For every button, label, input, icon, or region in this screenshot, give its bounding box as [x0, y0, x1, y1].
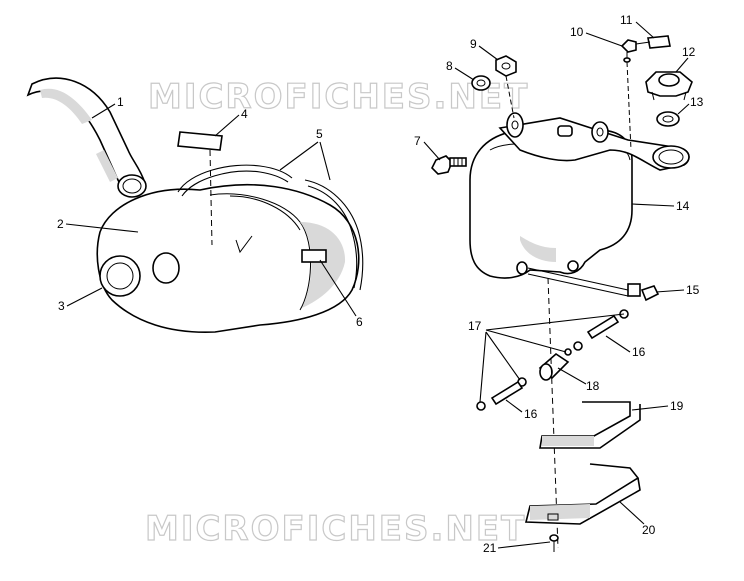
nut-9 [495, 55, 517, 77]
svg-text:7: 7 [414, 134, 421, 148]
callout-11: 11 [620, 13, 655, 39]
callout-12: 12 [675, 45, 696, 73]
callout-17: 17 [468, 313, 625, 403]
svg-text:14: 14 [676, 199, 690, 213]
callout-20: 20 [619, 501, 656, 537]
bracket-20 [524, 463, 641, 525]
vent-fitting-10 [620, 39, 637, 151]
svg-text:18: 18 [586, 379, 600, 393]
callout-9: 9 [470, 37, 499, 61]
svg-text:4: 4 [241, 107, 248, 121]
callout-21: 21 [483, 541, 551, 555]
vent-line-11 [635, 35, 671, 49]
filler-cap-12 [645, 71, 693, 101]
air-box [96, 183, 360, 334]
svg-text:13: 13 [690, 95, 704, 109]
oil-line-16b [476, 380, 524, 411]
svg-text:21: 21 [483, 541, 497, 555]
svg-text:12: 12 [682, 45, 696, 59]
callout-19: 19 [631, 399, 684, 413]
svg-text:1: 1 [117, 95, 124, 109]
watermark-bottom: MICROFICHES.NET [145, 509, 526, 549]
washer-8 [471, 75, 491, 91]
callout-1: 1 [91, 95, 124, 119]
oil-tank [469, 112, 690, 279]
drain-hose [177, 164, 364, 291]
svg-text:6: 6 [356, 315, 363, 329]
svg-text:20: 20 [642, 523, 656, 537]
watermark-top: MICROFICHES.NET [148, 77, 529, 117]
svg-text:16: 16 [524, 407, 538, 421]
assembly-line-9 [505, 75, 515, 119]
callout-8: 8 [446, 59, 475, 81]
fitting-15 [527, 267, 660, 302]
svg-text:8: 8 [446, 59, 453, 73]
callout-16-lower: 16 [505, 399, 538, 421]
bolt-7 [431, 155, 467, 175]
callout-14: 14 [631, 199, 690, 213]
intake-hose [26, 77, 147, 198]
callout-16-upper: 16 [605, 335, 646, 359]
svg-text:16: 16 [632, 345, 646, 359]
callout-7: 7 [414, 134, 441, 161]
screw-21 [549, 534, 559, 552]
svg-text:11: 11 [620, 13, 633, 27]
callout-4: 4 [214, 107, 248, 137]
svg-text:19: 19 [670, 399, 684, 413]
gasket-13 [656, 111, 680, 127]
svg-text:15: 15 [686, 283, 700, 297]
callout-13: 13 [677, 95, 704, 115]
svg-text:3: 3 [58, 299, 65, 313]
callout-6: 6 [319, 259, 363, 329]
callout-10: 10 [570, 25, 623, 47]
filter-18 [538, 352, 570, 381]
svg-text:2: 2 [57, 217, 64, 231]
svg-text:17: 17 [468, 319, 482, 333]
callout-5: 5 [279, 127, 331, 181]
decal [177, 131, 223, 246]
callout-3: 3 [58, 287, 103, 313]
svg-text:10: 10 [570, 25, 584, 39]
bracket-19 [539, 401, 641, 449]
svg-text:9: 9 [470, 37, 477, 51]
svg-text:5: 5 [316, 127, 323, 141]
callout-15: 15 [655, 283, 700, 297]
callout-2: 2 [57, 217, 139, 233]
callout-18: 18 [557, 367, 600, 393]
clamp-17a [564, 341, 583, 356]
